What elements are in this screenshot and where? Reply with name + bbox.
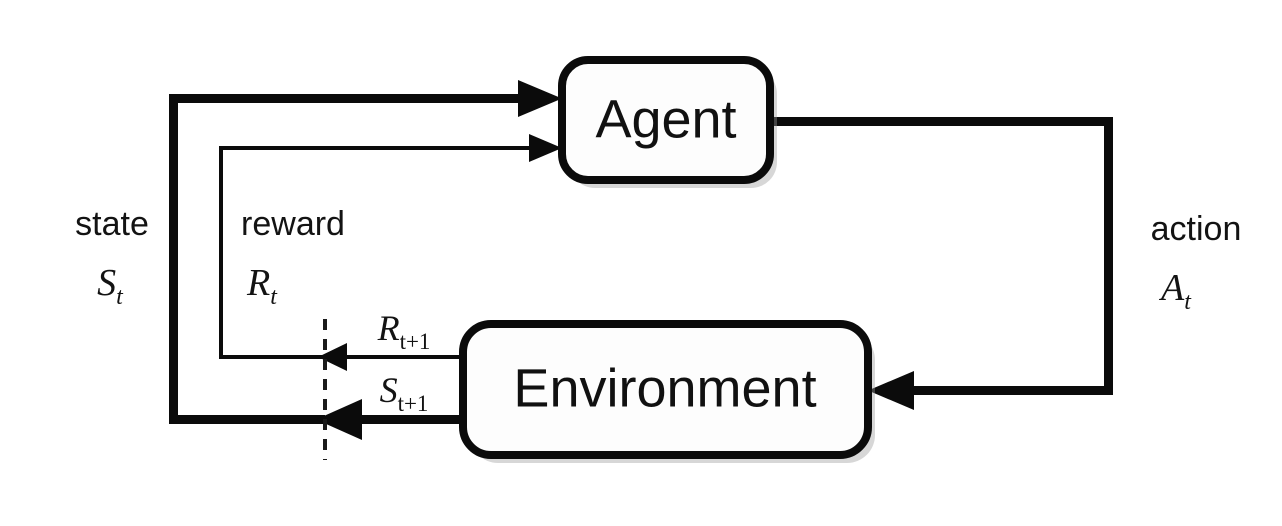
label-reward: reward Rt <box>241 205 345 310</box>
edge-reward-feedback-arrowhead <box>529 134 562 162</box>
label-reward-next-base: R <box>377 308 400 348</box>
edge-state-feedback <box>169 80 562 424</box>
edge-reward-next-arrowhead <box>318 343 347 371</box>
node-environment-box <box>459 320 872 459</box>
label-reward-next-symbol: Rt+1 <box>377 308 431 354</box>
label-state: state St <box>75 205 149 310</box>
edge-action-forward-arrowhead <box>868 371 914 410</box>
edge-state-feedback-arrowhead <box>518 80 562 117</box>
label-action-symbol-base: A <box>1158 267 1185 309</box>
edge-reward-next <box>318 343 463 371</box>
label-state-symbol-base: S <box>97 262 116 304</box>
label-reward-symbol-base: R <box>246 262 270 304</box>
node-agent-box <box>558 56 774 184</box>
node-environment[interactable]: Environment <box>459 320 875 463</box>
edge-action-forward <box>770 117 1113 410</box>
label-action-symbol-sub: t <box>1184 289 1192 315</box>
edge-action-forward-line <box>770 117 1113 395</box>
label-state-next: St+1 <box>380 370 429 416</box>
node-agent[interactable]: Agent <box>558 56 777 188</box>
edge-reward-feedback <box>219 134 562 359</box>
label-action-symbol: At <box>1158 267 1192 315</box>
label-state-next-symbol: St+1 <box>380 370 429 416</box>
node-agent-label: Agent <box>595 89 736 149</box>
label-reward-symbol: Rt <box>246 262 278 310</box>
edge-reward-feedback-line <box>219 146 530 359</box>
label-action-word: action <box>1151 210 1242 248</box>
label-state-word: state <box>75 205 149 243</box>
label-reward-next-sub: t+1 <box>400 329 431 354</box>
label-reward-next: Rt+1 <box>377 308 431 354</box>
label-state-next-base: S <box>380 370 398 410</box>
edge-state-next <box>316 399 463 440</box>
label-state-symbol: St <box>97 262 124 310</box>
edge-state-next-arrowhead <box>316 399 362 440</box>
label-state-next-sub: t+1 <box>398 391 429 416</box>
label-state-symbol-sub: t <box>116 284 124 310</box>
label-reward-symbol-sub: t <box>270 284 278 310</box>
label-reward-word: reward <box>241 205 345 243</box>
edge-state-feedback-line <box>169 94 520 424</box>
node-environment-label: Environment <box>513 358 816 418</box>
label-action: action At <box>1151 210 1242 315</box>
